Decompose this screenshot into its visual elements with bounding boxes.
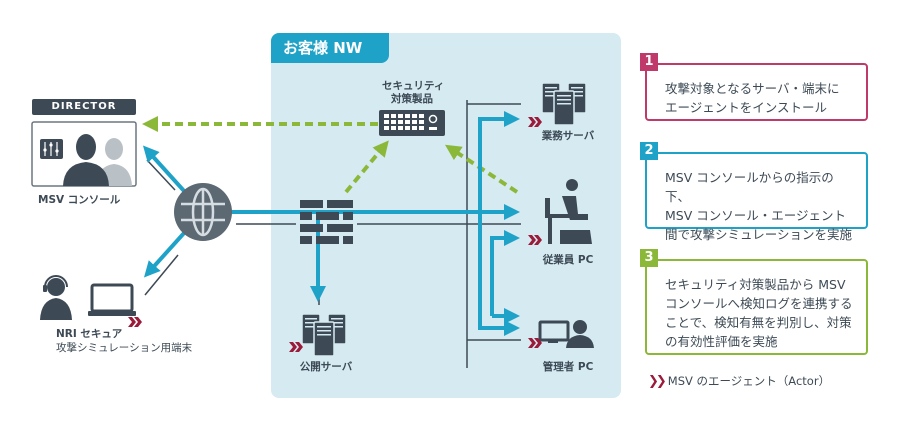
appliance-port	[384, 120, 389, 124]
security-product-label-2: 対策製品	[391, 93, 433, 105]
appliance-port	[419, 114, 424, 118]
public-server-label: 公開サーバ	[299, 361, 353, 373]
appliance-port	[405, 126, 410, 130]
appliance-port	[412, 114, 417, 118]
admin-pc-icon	[538, 320, 594, 348]
step-1-number: 1	[640, 53, 658, 71]
step-text-line: 攻撃対象となるサーバ・端末に	[665, 81, 840, 96]
director-badge: DIRECTOR	[32, 99, 136, 115]
admin-pc-label: 管理者 PC	[542, 361, 594, 373]
agent-marker-employee-pc	[528, 235, 542, 245]
user-dark-icon	[63, 134, 109, 186]
user-light-icon	[96, 138, 132, 186]
appliance-port	[412, 126, 417, 130]
step-2-box: MSV コンソールからの指示の下、 MSV コンソール・エージェント間で攻撃シミュ…	[645, 152, 868, 242]
customer-network-label: お客様 NW	[271, 33, 389, 63]
nri-secure-label: NRI セキュア	[56, 328, 123, 340]
employee-pc-label: 従業員 PC	[542, 254, 594, 266]
step-1-box: 攻撃対象となるサーバ・端末にエージェントをインストール	[645, 63, 868, 121]
step-text-line: 間で攻撃シミュレーションを実施	[665, 227, 853, 242]
step-text-line: セキュリティ対策製品から MSV	[665, 277, 846, 292]
double-chevron-icon: ❯❯	[648, 373, 667, 389]
agent-marker-admin-pc	[528, 338, 542, 348]
operator-headset-icon	[40, 275, 72, 320]
firewall-icon	[300, 200, 353, 244]
appliance-port	[384, 114, 389, 118]
appliance-port	[391, 126, 396, 130]
step-text-line: MSV コンソールからの指示の下、	[665, 170, 834, 204]
line-nri-globe	[144, 254, 179, 296]
agent-marker-business-server	[528, 117, 542, 127]
step-text-line: ことで、検知有無を判別し、対策	[665, 315, 852, 330]
line-console-globe	[146, 159, 176, 191]
legend-label: MSV のエージェント（Actor）	[667, 374, 831, 388]
agent-markers	[128, 117, 542, 352]
log-arrow-employee-to-security	[444, 144, 519, 194]
employee-pc-icon	[545, 179, 592, 244]
appliance-port	[398, 126, 403, 130]
log-flow-arrows	[142, 116, 519, 194]
log-arrow-firewall-to-security	[344, 140, 389, 194]
appliance-port	[391, 120, 396, 124]
security-appliance-icon	[379, 110, 445, 136]
appliance-port	[384, 126, 389, 130]
msv-console-label: MSV コンソール	[38, 194, 121, 206]
step-text-line: エージェントをインストール	[665, 100, 828, 115]
attack-simulation-terminal-label: 攻撃シミュレーション用端末	[56, 342, 193, 354]
security-product-label-1: セキュリティ	[382, 80, 445, 92]
step-text-line: MSV コンソール・エージェント	[665, 208, 846, 223]
public-server-icon	[301, 313, 347, 357]
attack-arrow-to-business-server	[478, 111, 520, 330]
appliance-port	[405, 120, 410, 124]
appliance-port	[398, 114, 403, 118]
appliance-port	[419, 126, 424, 130]
legend: ❯❯ MSV のエージェント（Actor）	[648, 373, 830, 389]
agent-marker-nri-terminal	[128, 317, 142, 327]
appliance-port	[391, 114, 396, 118]
msv-console-icon	[31, 121, 137, 187]
attack-flow-arrows	[142, 111, 520, 336]
step-3-number: 3	[640, 249, 658, 267]
business-server-label: 業務サーバ	[541, 130, 595, 142]
attack-arrow-to-employee-pc-2	[490, 230, 520, 316]
step-text-line: コンソールへ検知ログを連携する	[665, 296, 853, 311]
appliance-port	[412, 120, 417, 124]
internet-globe-icon	[174, 183, 232, 241]
appliance-port	[405, 114, 410, 118]
business-server-icon	[541, 82, 587, 126]
step-2-number: 2	[640, 142, 658, 160]
agent-marker-public-server	[289, 342, 303, 352]
step-text-line: の有効性評価を実施	[665, 334, 778, 349]
laptop-icon	[88, 283, 136, 316]
step-3-box: セキュリティ対策製品から MSV コンソールへ検知ログを連携することで、検知有無を…	[645, 259, 868, 355]
appliance-port	[419, 120, 424, 124]
appliance-port	[398, 120, 403, 124]
